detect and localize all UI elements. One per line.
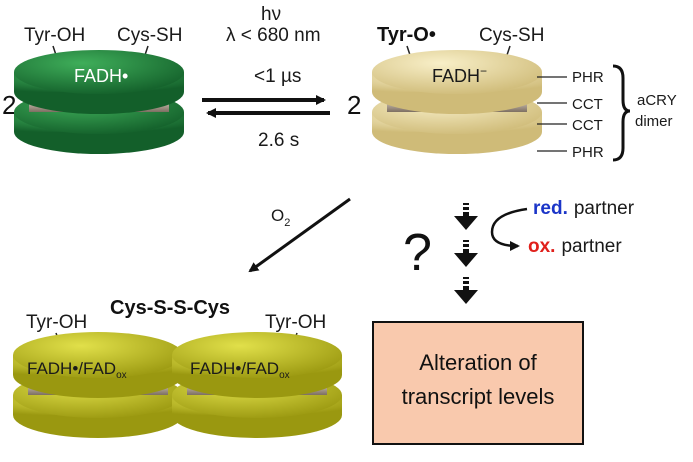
domain-label-cct-2: CCT [572, 117, 603, 134]
oxidized-right-dimer: FADH•/FADox [172, 332, 342, 438]
reverse-time: 2.6 s [258, 130, 299, 151]
signal-cascade: ? red.partner ox.partner [403, 198, 635, 304]
oxygen-arrow [248, 197, 351, 273]
outcome-line-1: Alteration of [419, 350, 537, 375]
right-upper-disk [372, 50, 542, 94]
dimer-label-acry: aCRY [637, 92, 677, 109]
left-stoichiometry: 2 [2, 90, 16, 120]
partner-redox-arrow [490, 207, 528, 251]
oxidized-left-tyr-label: Tyr-OH [26, 312, 87, 333]
outcome-line-2: transcript levels [402, 384, 555, 409]
oxidized-left-cofactor-label: FADH•/FADox [27, 359, 127, 381]
domain-label-phr-top: PHR [572, 69, 604, 86]
cascade-arrow-1 [454, 203, 478, 230]
outcome-box: Alteration of transcript levels [372, 321, 584, 445]
cascade-arrow-3 [454, 277, 478, 304]
domain-label-phr-bottom: PHR [572, 144, 604, 161]
left-dimer: 2 Tyr-OH Cys-SH FADH• [2, 25, 184, 154]
domain-label-cct-1: CCT [572, 96, 603, 113]
oxygen-path: O2 [248, 197, 351, 273]
dimer-brace [612, 64, 631, 162]
dimer-label-dimer: dimer [635, 113, 673, 130]
oxidized-right-cofactor-label: FADH•/FADox [190, 359, 290, 381]
right-stoichiometry: 2 [347, 90, 361, 120]
left-upper-disk [14, 50, 184, 94]
cascade-arrow-2 [454, 240, 478, 267]
oxygen-label: O2 [271, 206, 290, 229]
light-wavelength: λ < 680 nm [226, 25, 321, 46]
light-h-nu: hν [261, 4, 281, 25]
light-reaction: hν λ < 680 nm <1 µs 2.6 s [202, 4, 330, 151]
right-cofactor-label: FADH− [432, 64, 487, 86]
reduced-partner-label: red.partner [533, 198, 635, 219]
left-cofactor-label: FADH• [74, 66, 128, 86]
oxidized-partner-label: ox.partner [528, 236, 622, 257]
oxidized-left-dimer: FADH•/FADox [13, 332, 183, 438]
forward-time: <1 µs [254, 66, 301, 87]
unknown-mechanism: ? [403, 224, 432, 282]
right-dimer: 2 Tyr-O• Cys-SH FADH− PHR CCT CCT PHR aC… [347, 24, 677, 162]
oxidized-right-tyr-label: Tyr-OH [265, 312, 326, 333]
right-cys-label: Cys-SH [479, 25, 544, 46]
left-tyr-label: Tyr-OH [24, 25, 85, 46]
disulfide-bridge-label: Cys-S-S-Cys [110, 297, 230, 319]
left-cys-label: Cys-SH [117, 25, 182, 46]
oxidized-dimer-pair: Tyr-OH Cys-S-S-Cys Tyr-OH FADH•/FADox FA… [13, 297, 342, 438]
right-tyr-label: Tyr-O• [377, 24, 436, 46]
